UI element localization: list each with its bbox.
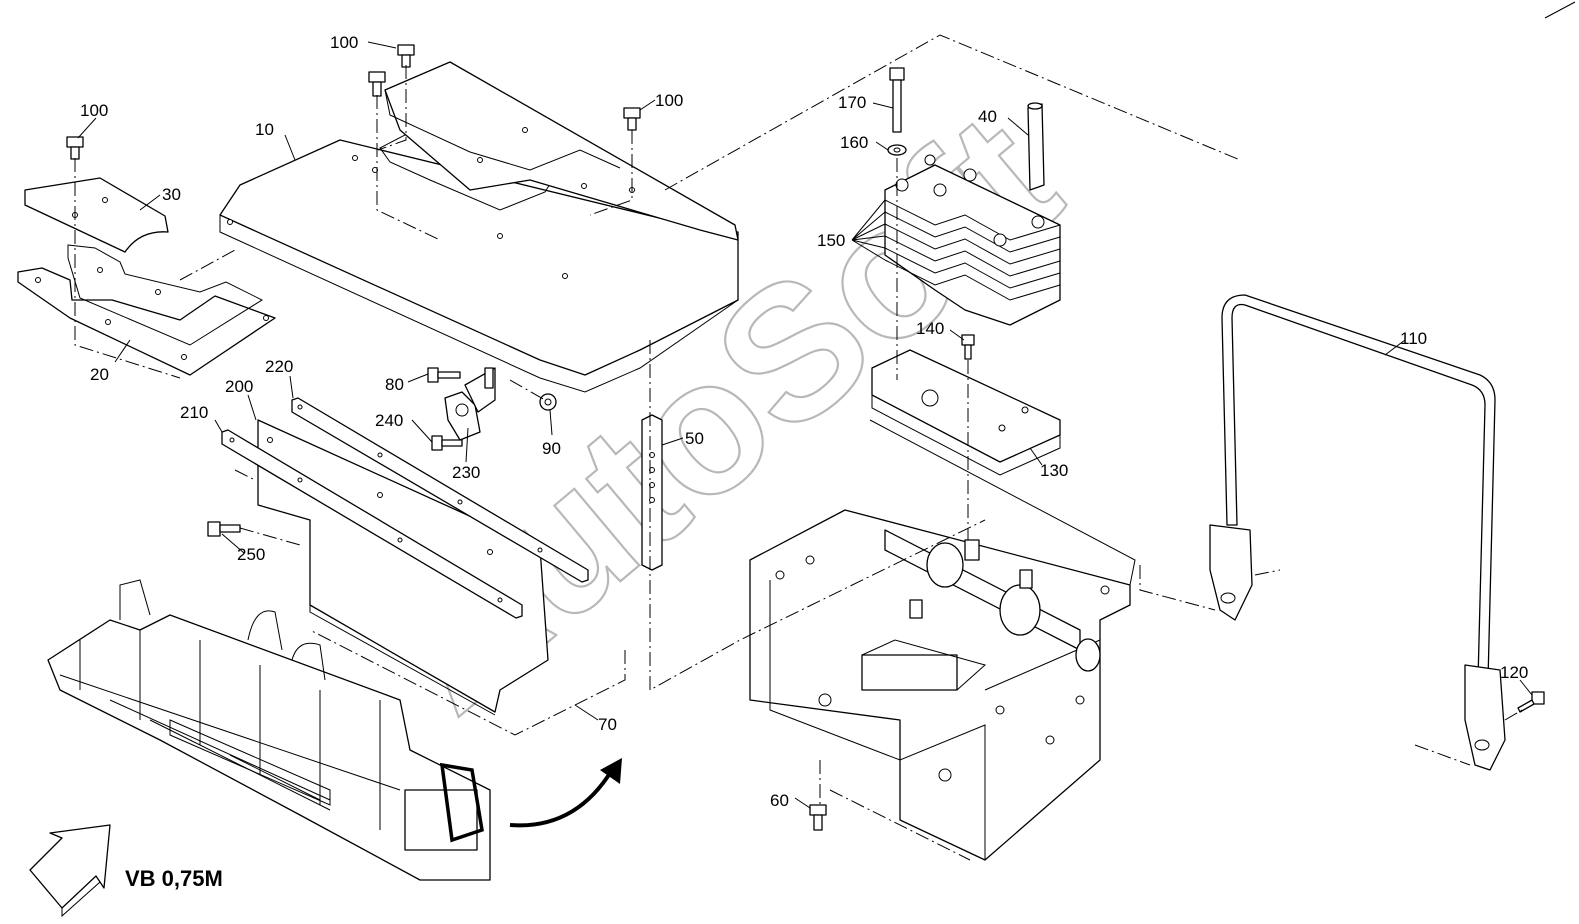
nut-90 bbox=[539, 393, 557, 411]
callout-230: 230 bbox=[452, 463, 480, 482]
callout-100: 100 bbox=[80, 101, 108, 120]
part-shaft-assembly bbox=[884, 529, 1101, 672]
callout-100: 100 bbox=[655, 91, 683, 110]
callout-10: 10 bbox=[255, 120, 274, 139]
bolt-80 bbox=[427, 367, 461, 383]
callout-160: 160 bbox=[840, 133, 868, 152]
bolt-140 bbox=[961, 334, 975, 360]
bolt-100-b bbox=[368, 71, 386, 97]
bolt-100-c bbox=[623, 107, 641, 131]
bolt-240 bbox=[431, 435, 463, 451]
view-label: VB 0,75M bbox=[125, 866, 223, 891]
callout-110: 110 bbox=[1400, 329, 1427, 348]
bolt-100-d bbox=[66, 136, 84, 160]
corner-mark bbox=[1544, 1, 1576, 19]
part-220-strip bbox=[291, 397, 589, 583]
callout-200: 200 bbox=[225, 377, 253, 396]
part-110-handle bbox=[1209, 294, 1506, 771]
part-130-bracket bbox=[871, 349, 1061, 476]
callout-120: 120 bbox=[1500, 663, 1528, 682]
callout-130: 130 bbox=[1040, 461, 1068, 480]
part-150-weight-stack bbox=[884, 154, 1061, 326]
callout-210: 210 bbox=[180, 403, 208, 422]
callout-100: 100 bbox=[330, 33, 358, 52]
callout-70: 70 bbox=[598, 715, 617, 734]
callout-250: 250 bbox=[237, 545, 265, 564]
bolt-100-a bbox=[397, 44, 415, 68]
part-lower-sheet bbox=[309, 560, 496, 716]
callout-220: 220 bbox=[265, 357, 293, 376]
view-direction-arrow bbox=[29, 824, 111, 918]
construction-lines bbox=[74, 34, 1523, 861]
bolt-60 bbox=[809, 804, 827, 831]
bolt-170 bbox=[889, 67, 905, 133]
callout-20: 20 bbox=[90, 365, 109, 384]
callout-170: 170 bbox=[838, 93, 866, 112]
callout-50: 50 bbox=[685, 429, 704, 448]
overview-machine-thumbnail bbox=[47, 579, 491, 881]
callout-labels: 100 100 100 10 30 20 220 200 210 80 240 … bbox=[80, 33, 1528, 810]
part-upper-bracket bbox=[384, 61, 739, 241]
callout-80: 80 bbox=[385, 375, 404, 394]
bolt-250 bbox=[207, 521, 241, 537]
washer-160 bbox=[887, 144, 907, 156]
part-50-post bbox=[641, 414, 663, 571]
part-10-main-cover bbox=[219, 121, 739, 393]
bolt-120 bbox=[1517, 691, 1545, 713]
part-40-rod bbox=[1027, 102, 1045, 191]
leader-lines bbox=[77, 41, 1533, 809]
part-20-base-plate bbox=[17, 244, 276, 376]
callout-30: 30 bbox=[162, 185, 181, 204]
callout-40: 40 bbox=[978, 107, 997, 126]
part-210-strip bbox=[221, 429, 523, 619]
callout-90: 90 bbox=[542, 439, 561, 458]
part-230-hinge bbox=[444, 367, 496, 441]
curved-arrow bbox=[509, 758, 622, 828]
callout-240: 240 bbox=[375, 411, 403, 430]
callout-140: 140 bbox=[916, 319, 944, 338]
callout-60: 60 bbox=[770, 791, 789, 810]
callout-150: 150 bbox=[817, 231, 845, 250]
part-30-small-plate bbox=[24, 177, 169, 253]
